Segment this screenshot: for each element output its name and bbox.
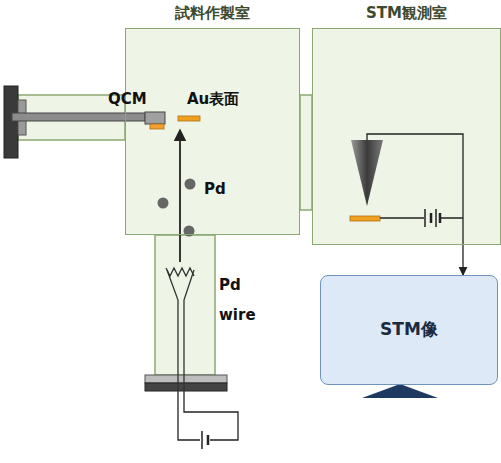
pd-filament: [166, 268, 194, 276]
bottom-flange: [145, 383, 227, 391]
au-substrate: [178, 116, 200, 121]
flux-arrow: [179, 131, 181, 262]
battery-symbol: [207, 435, 210, 445]
signal-arrow: [462, 245, 463, 275]
heater-circuit: [178, 391, 238, 440]
qcm-crystal: [150, 124, 164, 129]
flange: [4, 86, 18, 158]
chamber-box: STM観測室: [312, 28, 501, 245]
chamber-heading: 試料作製室: [175, 4, 250, 23]
stm-tip: [351, 140, 383, 206]
battery-symbol: [439, 213, 442, 223]
monitor-stand: [362, 384, 438, 398]
part-label: QCM: [108, 90, 147, 108]
feed-wire: [184, 270, 194, 391]
qcm-head: [145, 112, 165, 124]
part-label: Au表面: [187, 90, 239, 109]
monitor-box: STM像: [320, 275, 498, 385]
pd-atom: [185, 179, 196, 190]
part-label: Pd wire: [219, 270, 259, 330]
battery-symbol: [435, 209, 437, 227]
bottom-flange: [145, 375, 227, 383]
tunnel-circuit: [367, 134, 463, 245]
battery-symbol: [201, 431, 203, 449]
pd-atom: [158, 198, 169, 209]
chamber-box: 試料作製室: [125, 28, 300, 235]
evaporator-tube: [155, 235, 215, 375]
chamber-fill: [312, 28, 501, 245]
transfer-tube: [300, 95, 312, 210]
monitor-label: STM像: [321, 318, 497, 341]
tunnel-circuit: [380, 217, 463, 218]
chamber-fill: [125, 28, 300, 235]
chamber-heading: STM観測室: [366, 4, 447, 23]
battery-symbol: [430, 213, 433, 223]
feed-wire: [167, 270, 178, 391]
battery-symbol: [424, 209, 426, 227]
part-label: Pd: [204, 180, 226, 198]
stm-sample: [350, 216, 380, 221]
